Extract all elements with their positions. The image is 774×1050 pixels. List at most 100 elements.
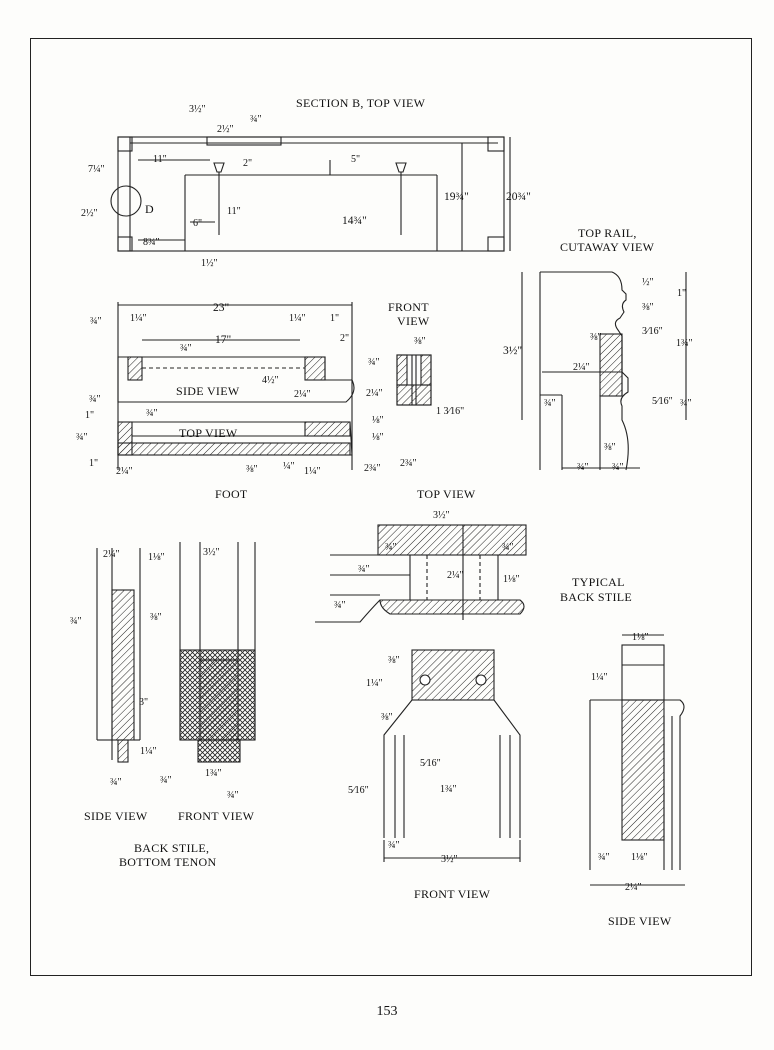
- top-rail-title: TOP RAIL,: [578, 226, 637, 240]
- dimension-label: 1": [85, 410, 94, 421]
- dimension-label: 2¼": [447, 570, 464, 581]
- dimension-label: 1¾": [205, 768, 222, 779]
- center-front-view-drawing: [383, 649, 521, 862]
- dimension-label: 2¾": [400, 458, 417, 469]
- back-stile-bottom-drawing: [96, 542, 256, 763]
- dimension-label: 5⁄16": [420, 758, 441, 769]
- dimension-label: 1⅛": [631, 852, 648, 863]
- typical-back-stile-title: TYPICAL: [572, 575, 625, 589]
- dimension-label: ¾": [385, 542, 397, 553]
- dimension-label: ¾": [612, 462, 624, 473]
- dimension-label: 19¾": [444, 191, 469, 203]
- dimension-label: ¾": [70, 616, 82, 627]
- dimension-label: 2¾": [364, 463, 381, 474]
- dimension-label: ¾": [160, 775, 172, 786]
- dimension-label: 2¼": [366, 388, 383, 399]
- center-top-view-drawing: [315, 524, 527, 623]
- dimension-label: ¾": [680, 398, 692, 409]
- dimension-label: ⅜": [414, 336, 426, 347]
- dimension-label: 5⁄16": [652, 396, 673, 407]
- foot-title: FOOT: [215, 487, 248, 501]
- labels: SECTION B, TOP VIEW 3½" 2½" ¾" 11" 2" 5"…: [70, 96, 693, 928]
- dimension-label: 1¾": [440, 784, 457, 795]
- dimension-label: 2": [340, 333, 349, 344]
- dimension-label: 2¼": [573, 362, 590, 373]
- dimension-label: ¾": [544, 398, 556, 409]
- dimension-label: 1": [677, 288, 686, 299]
- dimension-label: 1¼": [591, 672, 608, 683]
- dimension-label: ⅛": [372, 415, 384, 426]
- dimension-label: ⅜": [590, 332, 602, 343]
- dimension-label: ⅜": [642, 302, 654, 313]
- dimension-label: 3⁄16": [642, 326, 663, 337]
- dimension-label: 2½": [217, 124, 234, 135]
- dimension-label: 4½": [262, 375, 279, 386]
- top-rail-subtitle: CUTAWAY VIEW: [560, 240, 655, 254]
- dimension-label: 5": [351, 154, 360, 165]
- back-stile-front-view-label: FRONT VIEW: [178, 809, 255, 823]
- dimension-label: ⅛": [372, 432, 384, 443]
- dimension-label: 2¼": [116, 466, 133, 477]
- dimension-label: 1⅛": [503, 574, 520, 585]
- dimension-label: ⅜": [604, 442, 616, 453]
- dimension-label: ⅜": [246, 464, 258, 475]
- dimension-label: 1¼": [130, 313, 147, 324]
- typical-back-stile-side-view-label: SIDE VIEW: [608, 914, 672, 928]
- dimension-label: 11": [227, 206, 241, 217]
- dimension-label: ⅜": [381, 712, 393, 723]
- top-rail-drawing: [521, 271, 687, 471]
- dimension-label: 23": [213, 302, 229, 314]
- dimension-label: 1½": [201, 258, 218, 269]
- typical-back-stile-subtitle: BACK STILE: [560, 590, 632, 604]
- dimension-label: 1": [89, 458, 98, 469]
- dimension-label: ¾": [358, 564, 370, 575]
- dimension-label: 14¾": [342, 215, 367, 227]
- dimension-label: 7¼": [88, 164, 105, 175]
- dimension-label: 20¾": [506, 191, 531, 203]
- back-stile-title: BACK STILE,: [134, 841, 209, 855]
- back-stile-side-view-label: SIDE VIEW: [84, 809, 148, 823]
- dimension-label: 3½": [433, 510, 450, 521]
- dimension-label: ½": [642, 277, 654, 288]
- dimension-label: 1¼": [140, 746, 157, 757]
- dimension-label: 17": [215, 334, 231, 346]
- dimension-label: 2¼": [103, 549, 120, 560]
- dimension-label: ¾": [110, 777, 122, 788]
- center-top-view-title: TOP VIEW: [417, 487, 476, 501]
- dimension-label: 1⅛": [148, 552, 165, 563]
- dimension-label: 3½": [503, 345, 522, 357]
- dimension-label: ¾": [598, 852, 610, 863]
- typical-back-stile-drawing: [589, 634, 685, 886]
- dimension-label: 3½": [203, 547, 220, 558]
- dimension-label: 1 3⁄16": [436, 406, 464, 417]
- dimension-label: 3½": [441, 854, 458, 865]
- section-b-title: SECTION B, TOP VIEW: [296, 96, 426, 110]
- dimension-label: 2¼": [625, 882, 642, 893]
- back-stile-subtitle: BOTTOM TENON: [119, 855, 217, 869]
- foot-drawing: [117, 302, 432, 470]
- dimension-label: 1¼": [366, 678, 383, 689]
- drawing-frame: [30, 38, 752, 976]
- dimension-label: ¼": [283, 461, 295, 472]
- dimension-label: ¾": [227, 790, 239, 801]
- dimension-label: ¾": [89, 394, 101, 405]
- dimension-label: 1¼": [304, 466, 321, 477]
- dimension-label: ¾": [368, 357, 380, 368]
- dimension-label: 2¼": [294, 389, 311, 400]
- dimension-label: ¾": [577, 462, 589, 473]
- dimension-label: 1¼": [289, 313, 306, 324]
- center-front-view-title: FRONT VIEW: [414, 887, 491, 901]
- dimension-label: 6": [193, 218, 202, 229]
- dimension-label: ¾": [388, 840, 400, 851]
- dimension-label: ⅜": [388, 655, 400, 666]
- dimension-label: 1⅛": [632, 632, 649, 643]
- dimension-label: ¾": [90, 316, 102, 327]
- dimension-label: 1¾": [676, 338, 693, 349]
- detail-callout: D: [145, 202, 154, 216]
- dimension-label: 8¾": [143, 237, 160, 248]
- foot-front-view-label-2: VIEW: [397, 314, 430, 328]
- section-b-drawing: [110, 136, 511, 252]
- dimension-label: ¾": [250, 114, 262, 125]
